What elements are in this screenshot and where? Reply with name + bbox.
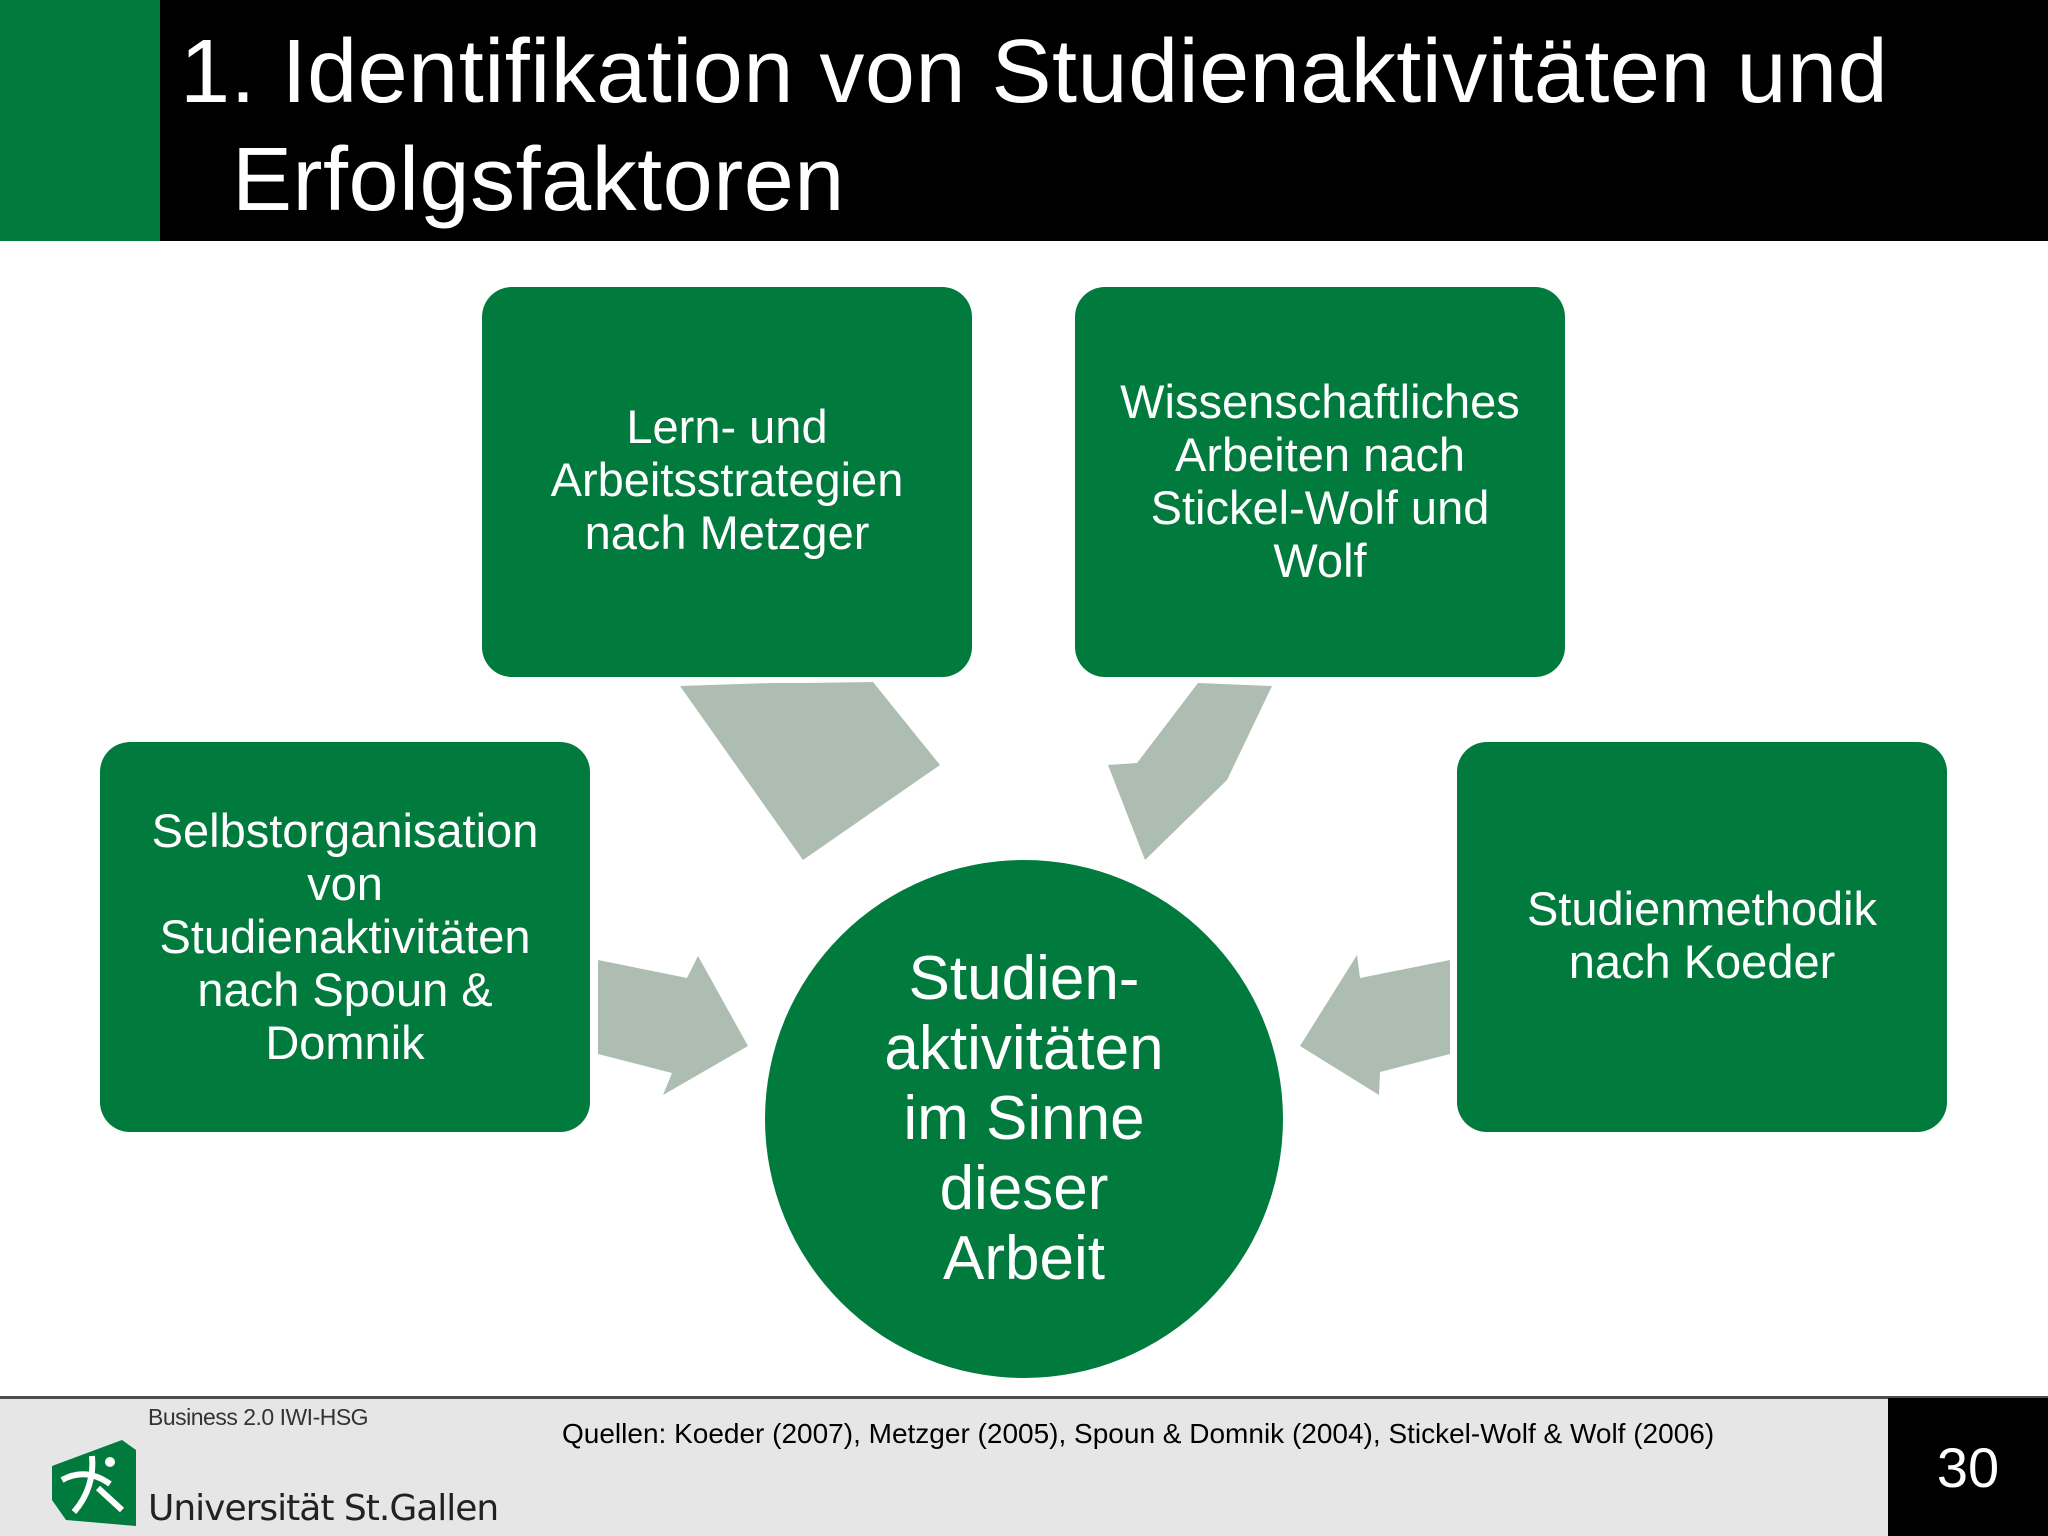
footer-brand-small: Business 2.0 IWI-HSG [148,1404,369,1430]
box-stickel-wolf-line: Arbeiten nach [1174,428,1466,481]
title-bar [0,0,2048,241]
box-metzger-line: Arbeitsstrategien [550,453,904,506]
slide-title-line-2: Erfolgsfaktoren [232,130,845,230]
center-circle-line: aktivitäten [884,1014,1164,1083]
box-spoun-domnik-line: Domnik [265,1016,425,1069]
center-circle-line: Studien- [908,944,1140,1013]
box-koeder: Studienmethodik nach Koeder [1457,742,1947,1132]
footer-bar [0,1396,2048,1536]
footer-brand: Universität St.Gallen [148,1488,499,1529]
arrow-from-metzger [680,682,940,860]
slide-title-line-1: 1. Identifikation von Studienaktivitäten… [180,22,1889,122]
box-spoun-domnik-line: nach Spoun & [197,963,493,1016]
box-koeder-line: Studienmethodik [1526,882,1878,935]
box-stickel-wolf-line: Stickel-Wolf und [1150,481,1490,534]
center-circle-line: dieser [939,1154,1109,1223]
arrow-from-koeder [1300,955,1450,1095]
footer-sources: Quellen: Koeder (2007), Metzger (2005), … [562,1418,1715,1449]
arrow-from-stickel [1108,683,1272,860]
box-stickel-wolf-line: Wissenschaftliches [1120,375,1520,428]
center-circle: Studien- aktivitäten im Sinne dieser Arb… [765,860,1283,1378]
box-spoun-domnik-line: von [307,857,383,910]
slide-title: 1. Identifikation von Studienaktivitäten… [180,18,2020,234]
page-number-box [1888,1398,2048,1536]
box-spoun-domnik: Selbstorganisation von Studienaktivitäte… [100,742,590,1132]
university-logo-icon [52,1440,136,1526]
center-circle-line: Arbeit [943,1224,1105,1293]
box-stickel-wolf-line: Wolf [1273,534,1367,587]
box-spoun-domnik-line: Selbstorganisation [151,804,539,857]
box-metzger: Lern- und Arbeitsstrategien nach Metzger [482,287,972,677]
box-metzger-line: Lern- und [626,400,828,453]
page-number: 30 [1936,1435,2000,1499]
box-stickel-wolf: Wissenschaftliches Arbeiten nach Stickel… [1075,287,1565,677]
box-metzger-line: nach Metzger [584,506,870,559]
center-circle-line: im Sinne [903,1084,1145,1153]
box-koeder-line: nach Koeder [1568,935,1836,988]
title-accent-bar [0,0,160,241]
arrow-from-spoun [598,956,748,1095]
box-spoun-domnik-line: Studienaktivitäten [159,910,531,963]
